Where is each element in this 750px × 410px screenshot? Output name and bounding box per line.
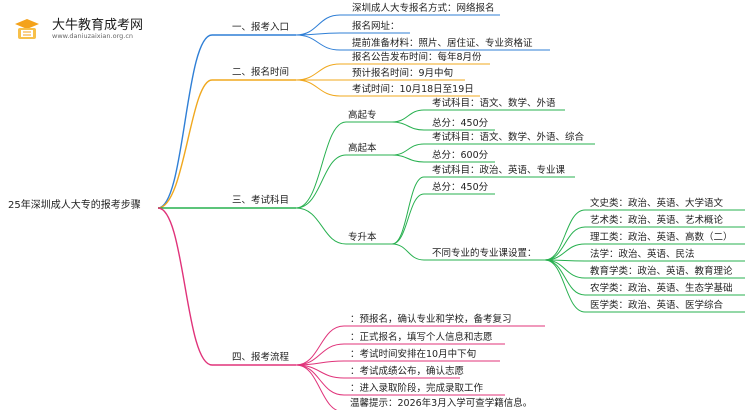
- time-item: 报名公告发布时间：每年8月份: [352, 52, 482, 63]
- branch2-connectors: [295, 63, 490, 97]
- entry-item: 提前准备材料：照片、居住证、专业资格证: [352, 38, 533, 49]
- branch1-connectors: [295, 14, 550, 51]
- major-subject-item: 文史类：政治、英语、大学语文: [590, 198, 724, 209]
- subject-group-label: 高起专: [348, 110, 377, 121]
- process-step: ：考试时间安排在10月中下旬: [350, 349, 477, 360]
- logo-url: www.daniuzaixian.org.cn: [52, 32, 134, 40]
- branch4-connectors: [295, 325, 545, 410]
- branch3-connectors: [295, 109, 745, 313]
- branch-underlines: [212, 34, 296, 366]
- major-subject-item: 艺术类：政治、英语、艺术概论: [590, 215, 724, 226]
- subject-group-label: 专升本: [348, 232, 377, 243]
- logo-name: 大牛教育成考网: [52, 18, 144, 33]
- time-item: 考试时间：10月18日至19日: [352, 84, 474, 95]
- branch-label-entry: 一、报考入口: [232, 22, 290, 33]
- major-subject-item: 农学类：政治、英语、生态学基础: [590, 283, 733, 294]
- subject-item: 考试科目：语文、数学、外语、综合: [432, 132, 585, 143]
- major-subject-item: 法学：政治、英语、民法: [590, 249, 695, 260]
- time-item: 预计报名时间：9月中旬: [352, 68, 454, 79]
- graduation-book-icon: [15, 19, 39, 39]
- site-logo[interactable]: 大牛教育成考网 www.daniuzaixian.org.cn: [8, 10, 143, 46]
- entry-item: 报名网址：: [352, 21, 400, 32]
- root-connectors: [157, 34, 213, 366]
- major-subject-heading: 不同专业的专业课设置：: [432, 248, 537, 259]
- process-step: ：进入录取阶段，完成录取工作: [350, 383, 484, 394]
- subject-item: 总分：450分: [432, 182, 489, 193]
- process-step: ：正式报名，填写个人信息和志愿: [350, 332, 493, 343]
- subject-item: 总分：600分: [432, 150, 489, 161]
- process-step: ：考试成绩公布，确认志愿: [350, 366, 465, 377]
- subject-item: 考试科目：政治、英语、专业课: [432, 165, 566, 176]
- branch-label-time: 二、报名时间: [232, 67, 290, 78]
- root-topic: 25年深圳成人大专的报考步骤: [8, 200, 141, 211]
- major-subject-item: 教育学类：政治、英语、教育理论: [590, 266, 733, 277]
- branch-label-process: 四、报考流程: [232, 352, 290, 363]
- subject-group-label: 高起本: [348, 143, 377, 154]
- entry-item: 深圳成人大专报名方式：网络报名: [352, 3, 495, 14]
- major-subject-item: 理工类：政治、英语、高数（二）: [590, 232, 733, 243]
- major-subject-item: 医学类：政治、英语、医学综合: [590, 300, 724, 311]
- process-step: ：预报名，确认专业和学校，备考复习: [350, 314, 512, 325]
- branch-label-subjects: 三、考试科目: [232, 195, 290, 206]
- subject-item: 总分：450分: [432, 118, 489, 129]
- subject-item: 考试科目：语文、数学、外语: [432, 98, 556, 109]
- process-tip: 温馨提示：2026年3月入学可查学籍信息。: [350, 398, 533, 409]
